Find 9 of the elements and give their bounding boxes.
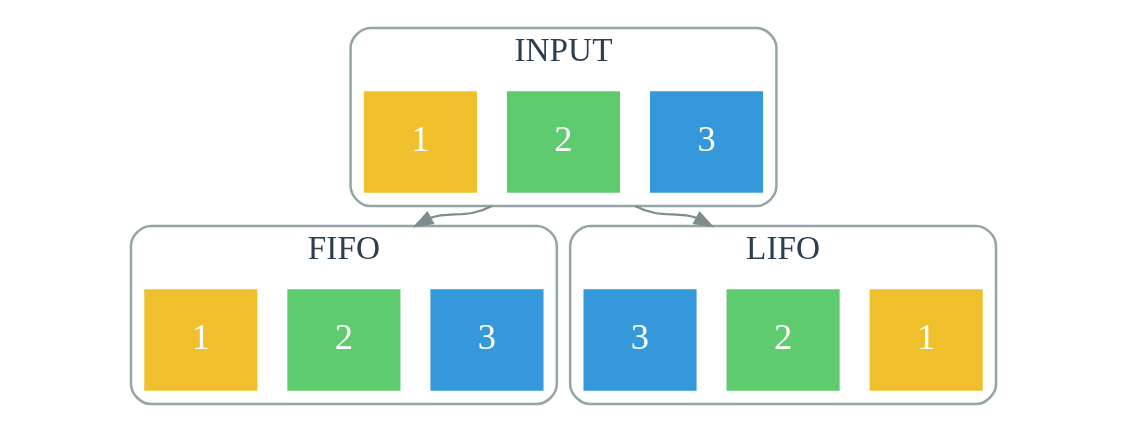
node-box: 3 [583,289,697,391]
node-box: 1 [869,289,983,391]
node-box: 2 [726,289,840,391]
node-box: 2 [287,289,401,391]
node-box: 3 [650,91,764,193]
node-box: 3 [430,289,544,391]
node-box: 2 [506,91,621,193]
node-box: 1 [363,91,477,193]
node-box: 1 [144,289,258,391]
